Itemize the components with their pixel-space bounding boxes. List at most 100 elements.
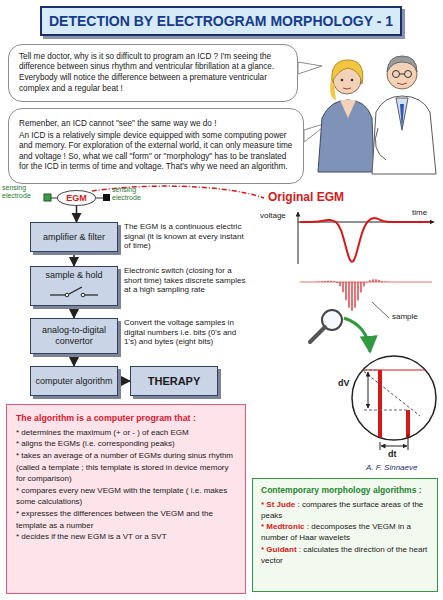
sample-stem	[375, 279, 376, 282]
node-text: DETECTION BY ELECTROGRAM MORPHOLOGY - 1	[48, 13, 394, 29]
process-box: sample & hold	[30, 266, 118, 306]
sample-stem	[369, 280, 370, 282]
annotation-label: voltage	[260, 211, 294, 221]
sample-stem	[312, 281, 313, 282]
annotation-label: time	[412, 208, 438, 218]
sample-stem	[345, 282, 346, 300]
vendor-panel: Contemporary morphology algorithms : * St…	[252, 478, 438, 592]
egm-waveform	[300, 218, 430, 262]
sample-stem	[393, 281, 394, 282]
heading-text: The algorithm is a computer program that…	[16, 412, 236, 425]
annotation-label: A. F. Sinnaeve	[366, 463, 440, 473]
sample-stem	[324, 281, 325, 282]
flow-arrow	[73, 354, 75, 366]
zoom-arrow	[344, 318, 370, 352]
node-text: * compares every new VEGM with the templ…	[16, 485, 236, 508]
flow-arrow	[73, 306, 75, 318]
node-text: Tell me doctor, why is it so difficult t…	[19, 52, 287, 95]
vendor-name: * Guidant	[261, 545, 297, 554]
sample-stem	[384, 281, 385, 283]
node-text: * decides if the new EGM is a VT or a SV…	[16, 531, 236, 543]
annotation-label: Convert the voltage samples in digital n…	[124, 318, 250, 347]
process-box: analog-to-digital convertor	[30, 318, 118, 354]
node-text: computer algorithm	[35, 376, 113, 387]
sample-stem	[339, 282, 340, 286]
sample-stem	[360, 282, 361, 292]
sampled-baseline	[300, 282, 432, 283]
node-text: * Medtronic : decomposes the VEGM in a n…	[261, 521, 429, 543]
sample-stem	[306, 281, 307, 282]
node-text: * Guidant : calculates the direction of …	[261, 544, 429, 566]
sample-stem	[396, 281, 397, 282]
process-box: computer algorithm	[30, 366, 118, 396]
sample-stem	[372, 279, 373, 282]
heading-text: Remenber, an ICD cannot "see" the same w…	[19, 119, 293, 130]
flow-arrow	[73, 252, 75, 266]
doctors-illustration	[318, 56, 436, 174]
sample-stem	[348, 282, 349, 308]
node-text: sample & hold	[35, 270, 113, 281]
sample-stem	[330, 281, 331, 282]
sample-stem	[399, 281, 400, 282]
sample-stem	[357, 282, 358, 300]
sample-stem	[390, 281, 391, 282]
sample-stem	[378, 280, 379, 282]
electrode-symbol	[103, 194, 110, 201]
sample-stem	[321, 281, 322, 283]
sample-stem	[342, 282, 343, 292]
node-text: * determines the maximum (+ or - ) of ea…	[16, 427, 236, 439]
dt-tick	[408, 434, 409, 450]
vendor-name: * Medtronic	[261, 522, 305, 531]
sample-stem	[366, 281, 367, 283]
annotation-label: dt	[388, 449, 404, 460]
node-text: * aligns the EGMs (i.e. corresponding pe…	[16, 438, 236, 450]
annotation-label: Electronic switch (closing for a short t…	[124, 266, 250, 295]
dt-tick	[380, 442, 381, 450]
annotation-label: Original EGM	[268, 190, 378, 204]
magnifier-handle	[310, 327, 325, 342]
annotation-label: The EGM is a continuous electric signal …	[124, 222, 250, 251]
annotation-label: sensing electrode	[2, 184, 44, 201]
annotation-label: sensing electrode	[112, 186, 156, 203]
node-text: EGM	[61, 193, 92, 203]
annotation-label: sample	[392, 312, 432, 322]
therapy-box: THERAPY	[130, 366, 218, 396]
sample-stems	[301, 279, 430, 310]
node-text: An ICD is a relatively simple device equ…	[19, 131, 293, 174]
sample-stem	[315, 281, 316, 282]
node-text: amplifier & filter	[35, 232, 113, 243]
sample-stem	[363, 282, 364, 286]
speech-bubble: Tell me doctor, why is it so difficult t…	[8, 44, 298, 102]
sample-stem	[354, 282, 355, 308]
algorithm-panel: The algorithm is a computer program that…	[6, 404, 246, 594]
sample-stem	[381, 281, 382, 282]
node-text: analog-to-digital convertor	[35, 325, 113, 347]
sample-stem	[387, 281, 388, 282]
flow-arrow	[76, 206, 78, 222]
sample-stem	[327, 281, 328, 282]
leader-line	[372, 302, 389, 318]
sample-stem	[336, 281, 337, 283]
sample-stem	[309, 281, 310, 282]
node-text: * takes an average of a number of EGMs d…	[16, 450, 236, 485]
electrode-symbol	[44, 194, 51, 201]
sample-stem	[333, 281, 334, 283]
node-text: * expresses the differences between the …	[16, 508, 236, 531]
zoom-circle	[352, 356, 436, 440]
annotation-label: dV	[338, 378, 354, 389]
signal-oval: EGM	[57, 190, 96, 206]
process-box: amplifier & filter	[30, 222, 118, 252]
dt-arrow	[381, 446, 407, 447]
title-box: DETECTION BY ELECTROGRAM MORPHOLOGY - 1	[40, 6, 402, 36]
sample-stem	[351, 282, 352, 311]
sample-stem	[303, 281, 304, 282]
vendor-name: * St Jude	[261, 500, 295, 509]
node-text: * St Jude : compares the surface areas o…	[261, 499, 429, 521]
sample-stem	[318, 281, 319, 283]
electrode-wire	[96, 198, 103, 199]
sample-stem	[300, 281, 301, 282]
voltage-axis	[298, 212, 299, 264]
zoom-content	[352, 362, 440, 450]
heading-text: Contemporary morphology algorithms :	[261, 485, 429, 497]
